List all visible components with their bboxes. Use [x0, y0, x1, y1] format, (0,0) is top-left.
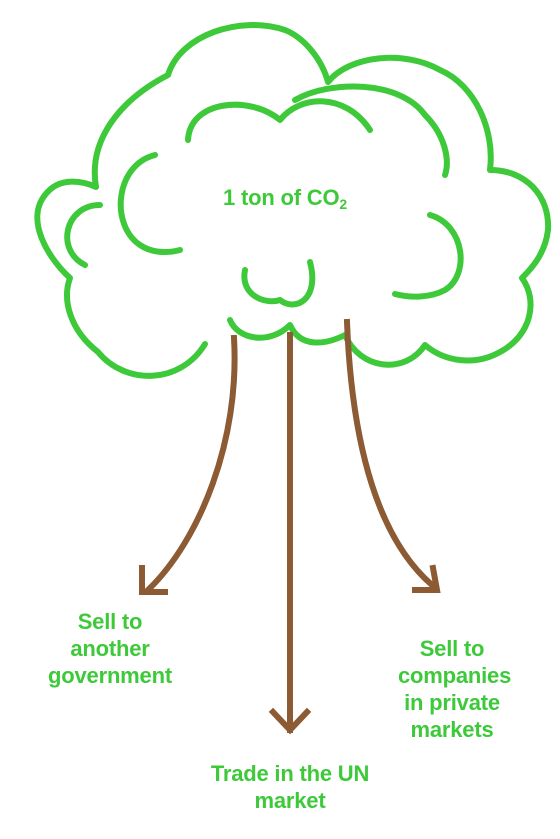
branch-label-right: Sell to companies in private markets [398, 635, 512, 743]
branch-right-line-2: companies [398, 663, 512, 688]
branch-bottom-line-1: Trade in the UN [210, 761, 370, 786]
branch-label-bottom: Trade in the UN market [170, 760, 410, 814]
branch-bottom-line-2: market [254, 788, 326, 813]
arrowhead-right [412, 564, 441, 593]
canopy-inner-curve-left [117, 152, 183, 256]
center-text: 1 ton of CO2 [223, 185, 347, 212]
canopy-inner-curve-bottom-right [392, 212, 464, 300]
center-label: 1 ton of CO2 [180, 184, 390, 214]
branch-left-line-1: Sell to [77, 609, 143, 634]
arrow-right-branch [343, 318, 437, 590]
arrowhead-left [139, 565, 168, 595]
canopy-inner-curve-left-small [64, 202, 103, 268]
branch-right-line-1: Sell to [419, 636, 485, 661]
branch-right-line-3: in private [404, 690, 500, 715]
branch-left-line-2: another [70, 636, 150, 661]
arrow-left-branch [143, 334, 238, 595]
canopy-inner-curve-right [292, 83, 450, 178]
canopy-inner-curve-bottom [241, 259, 316, 308]
center-subscript: 2 [339, 196, 347, 212]
branch-label-left: Sell to another government [20, 608, 200, 689]
arrowhead-center [268, 707, 312, 735]
tree-canopy-outline [34, 22, 552, 379]
branch-right-line-4: markets [410, 717, 494, 742]
branch-left-line-3: government [48, 663, 172, 688]
canopy-inner-curve-top [185, 98, 373, 143]
